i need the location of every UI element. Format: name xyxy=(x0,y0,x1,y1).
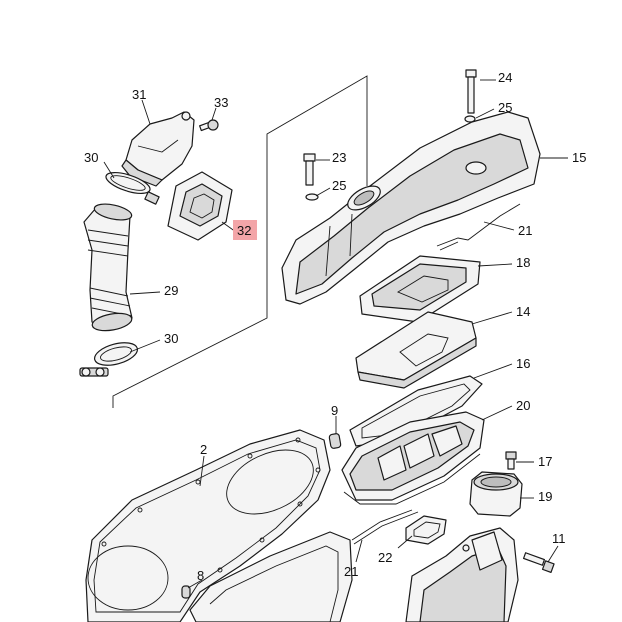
part-32-seal xyxy=(167,171,233,241)
part-33-screw xyxy=(199,119,219,132)
part-29-intake-hose xyxy=(83,203,133,332)
assembly-boundary xyxy=(112,75,368,408)
callout-2: 2 xyxy=(200,442,207,457)
callout-31: 31 xyxy=(132,87,146,102)
part-14-filter-element xyxy=(355,311,477,389)
part-20-filter-case xyxy=(341,411,485,505)
callout-32: 32 xyxy=(237,223,251,238)
part-2-gasket xyxy=(85,429,331,622)
callout-labels: 31 33 30 32 29 30 24 25 23 25 15 21 18 1… xyxy=(84,70,586,583)
callout-11: 11 xyxy=(552,531,566,546)
callout-30-lower: 30 xyxy=(164,331,178,346)
part-21-lower-hose xyxy=(351,509,419,545)
part-21-upper-hose xyxy=(436,203,521,251)
part-11-bolt xyxy=(522,552,555,574)
callout-18: 18 xyxy=(516,255,530,270)
part-23-bolt xyxy=(303,153,316,186)
part-22-gasket xyxy=(405,515,447,545)
part-19-joint xyxy=(469,471,523,517)
part-8-pin xyxy=(181,585,191,599)
callout-21-upper: 21 xyxy=(518,223,532,238)
crankcase-cover-section xyxy=(189,531,353,622)
part-9-spacer xyxy=(328,433,342,449)
part-30-lower-clamp xyxy=(79,342,139,377)
callout-16: 16 xyxy=(516,356,530,371)
callout-15: 15 xyxy=(572,150,586,165)
callout-25-upper: 25 xyxy=(498,100,512,115)
callout-9: 9 xyxy=(331,403,338,418)
callout-33: 33 xyxy=(214,95,228,110)
callout-29: 29 xyxy=(164,283,178,298)
part-25-lower-washer xyxy=(305,193,319,201)
callout-23: 23 xyxy=(332,150,346,165)
part-31-duct-joint xyxy=(121,111,195,187)
callout-30-upper: 30 xyxy=(84,150,98,165)
part-17-screw xyxy=(505,451,517,470)
part-30-upper-clamp xyxy=(105,171,160,205)
part-18-gasket xyxy=(359,255,481,323)
part-15-case-cover xyxy=(281,111,541,305)
callout-8: 8 xyxy=(197,568,204,583)
callout-14: 14 xyxy=(516,304,530,319)
callout-24: 24 xyxy=(498,70,512,85)
callout-21-lower: 21 xyxy=(344,564,358,579)
callout-17: 17 xyxy=(538,454,552,469)
callout-32-highlight xyxy=(233,220,257,240)
callout-19: 19 xyxy=(538,489,552,504)
leader-lines xyxy=(103,79,568,589)
part-24-bolt xyxy=(465,69,477,114)
callout-22: 22 xyxy=(378,550,392,565)
callout-25-lower: 25 xyxy=(332,178,346,193)
crankcase-section xyxy=(405,527,519,622)
part-25-upper-washer xyxy=(464,115,476,123)
callout-20: 20 xyxy=(516,398,530,413)
